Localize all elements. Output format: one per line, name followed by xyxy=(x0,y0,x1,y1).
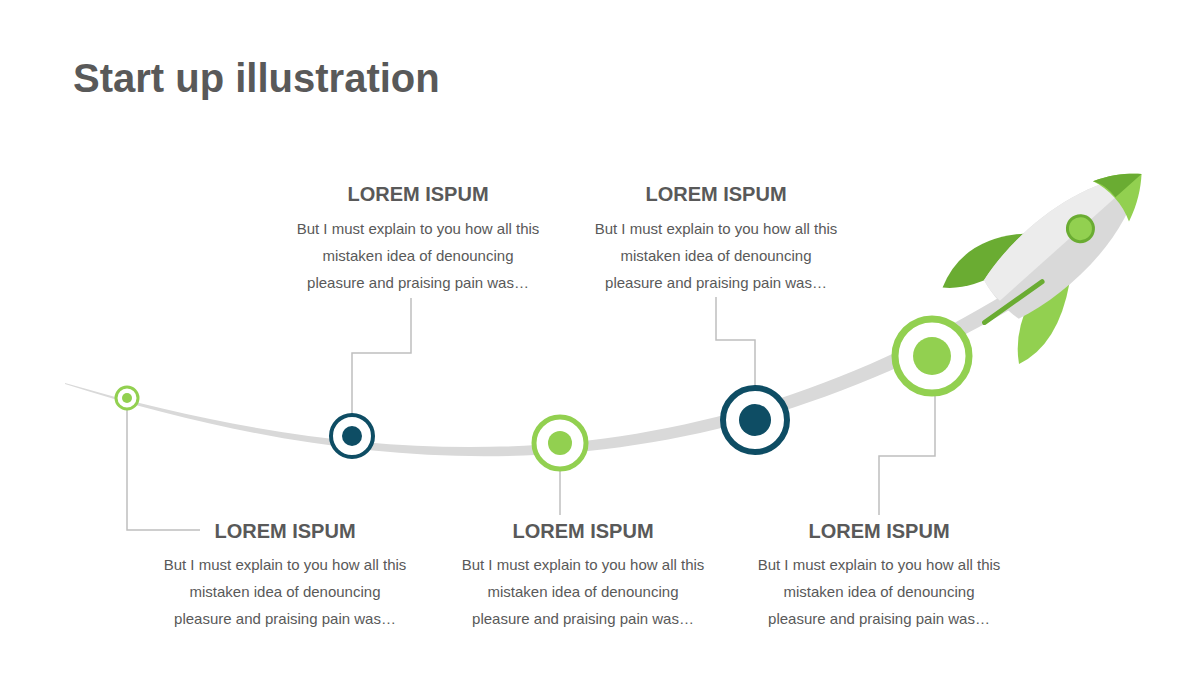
leader-line xyxy=(879,394,935,515)
milestone-heading: LOREM ISPUM xyxy=(135,519,435,543)
marker-dot xyxy=(739,404,771,436)
milestone-description: But I must explain to you how all this m… xyxy=(756,551,1002,632)
marker-ring xyxy=(534,417,586,469)
milestone-heading: LOREM ISPUM xyxy=(433,519,733,543)
marker-dot xyxy=(548,431,572,455)
marker-dot xyxy=(122,393,132,403)
leader-lines xyxy=(127,297,935,530)
leader-line xyxy=(352,298,411,414)
slide-title: Start up illustration xyxy=(73,54,440,102)
rocket-nose xyxy=(1093,154,1160,222)
milestone-description: But I must explain to you how all this m… xyxy=(295,215,541,296)
rocket-nose-shade xyxy=(1093,154,1142,201)
marker-ring xyxy=(331,415,373,457)
milestone-markers xyxy=(116,319,969,469)
milestone-heading: LOREM ISPUM xyxy=(268,182,568,206)
marker-ring xyxy=(895,319,969,393)
milestone-description: But I must explain to you how all this m… xyxy=(593,215,839,296)
marker-ring xyxy=(723,388,787,452)
marker-dot xyxy=(913,337,951,375)
leader-line xyxy=(127,410,200,530)
marker-ring xyxy=(116,387,138,409)
rocket-window xyxy=(1062,210,1099,247)
leader-line xyxy=(716,297,755,387)
milestone-heading: LOREM ISPUM xyxy=(566,182,866,206)
rocket xyxy=(936,131,1183,370)
marker-dot xyxy=(342,426,362,446)
milestone-description: But I must explain to you how all this m… xyxy=(460,551,706,632)
milestone-heading: LOREM ISPUM xyxy=(729,519,1029,543)
rocket-fin-edge xyxy=(985,276,1043,329)
rocket-body xyxy=(976,149,1164,327)
leader-line xyxy=(559,470,561,515)
milestone-description: But I must explain to you how all this m… xyxy=(162,551,408,632)
rocket-body-highlight xyxy=(977,149,1141,301)
